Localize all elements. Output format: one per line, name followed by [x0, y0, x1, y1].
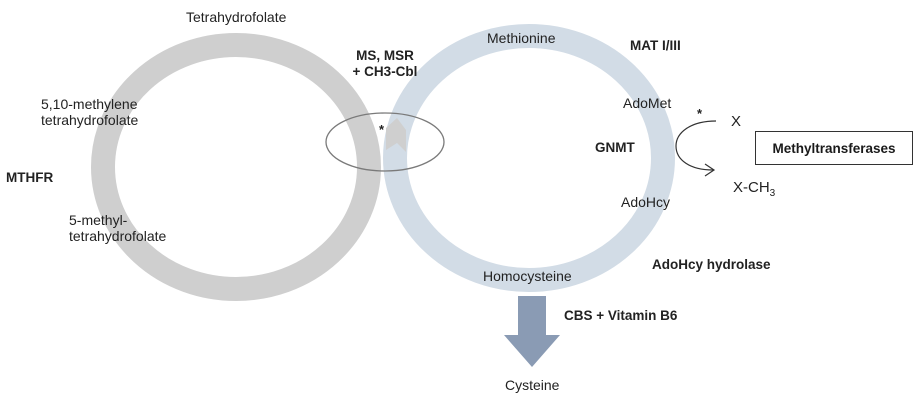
junction-ellipse [325, 112, 445, 172]
metabolite-methyl-thf-line1: 5-methyl- [69, 212, 128, 228]
methylated-product-text: X-CH [733, 179, 770, 196]
cofactor-ch3-cbl: + CH3-Cbl [352, 64, 418, 79]
enzyme-ms-msr: MS, MSR [356, 48, 414, 63]
methyl-acceptor-x: X [731, 113, 742, 130]
transsulfuration-down-arrow [504, 296, 560, 367]
folate-cycle-ring [91, 33, 381, 301]
metabolite-methionine: Methionine [487, 30, 556, 46]
methionine-cycle-ring [383, 24, 675, 292]
enzyme-mat: MAT I/III [630, 38, 681, 53]
methylation-curved-arrow [675, 120, 717, 171]
enzyme-cbs-b6: CBS + Vitamin B6 [564, 308, 678, 323]
metabolite-methyl-thf-line2: tetrahydrofolate [69, 228, 167, 244]
metabolite-adomet: AdoMet [623, 95, 672, 111]
enzyme-mthfr: MTHFR [6, 170, 54, 185]
metabolite-tetrahydrofolate: Tetrahydrofolate [186, 9, 287, 25]
methyltransferases-label: Methyltransferases [772, 140, 896, 156]
arrowhead-icon [704, 163, 716, 177]
junction-asterisk: * [379, 122, 385, 137]
metabolite-methylene-thf-line1: 5,10-methylene [41, 96, 138, 112]
metabolite-methylene-thf-line2: tetrahydrofolate [41, 112, 139, 128]
junction-chevron-icon [386, 118, 406, 152]
enzyme-adohcy-hydrolase: AdoHcy hydrolase [652, 257, 771, 272]
methyltransferases-box: Methyltransferases [755, 131, 913, 165]
methylated-product-subscript: 3 [769, 188, 776, 199]
methylation-asterisk: * [697, 106, 703, 121]
metabolite-adohcy: AdoHcy [621, 194, 671, 210]
metabolite-homocysteine: Homocysteine [483, 268, 572, 284]
enzyme-gnmt: GNMT [595, 140, 635, 155]
methylated-product: X-CH3 [733, 179, 776, 199]
metabolite-cysteine: Cysteine [505, 377, 560, 393]
